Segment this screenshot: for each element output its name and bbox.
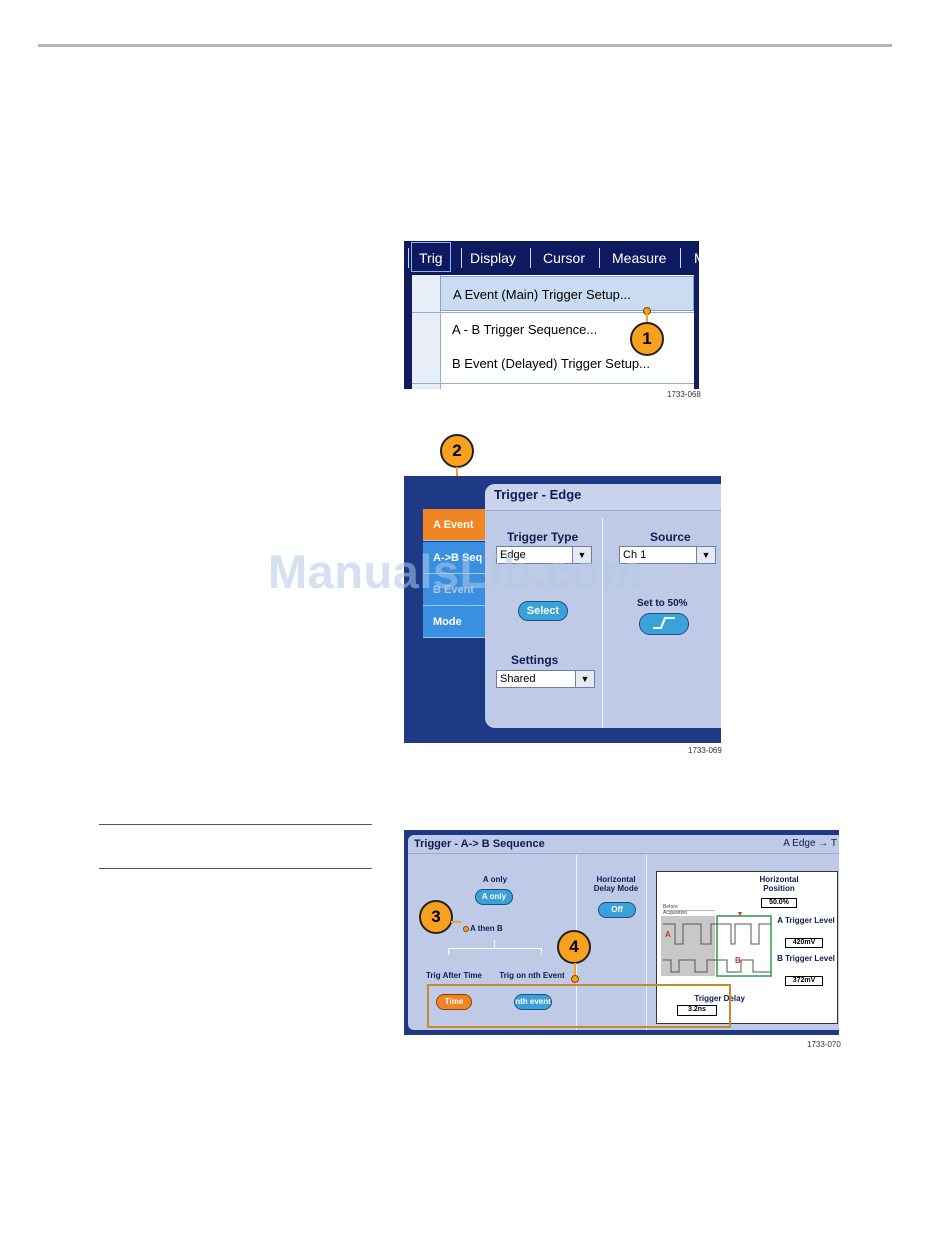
callout-1-leader (646, 312, 648, 324)
menu-cursor[interactable]: Cursor (543, 250, 586, 266)
trig-menu-screenshot: Trig Display Cursor Measure M A Event (M… (404, 241, 699, 389)
tab-mode[interactable]: Mode (423, 606, 487, 638)
dropdown-divider (412, 383, 694, 384)
a-only-label: A only (482, 875, 508, 884)
trig-after-time-label: Trig After Time (425, 971, 482, 980)
a-trigger-level-value: 420mV (785, 938, 823, 948)
panel-title: Trigger - Edge (494, 487, 582, 502)
ab-sequence-panel: Trigger - A-> B Sequence A Edge → T A on… (408, 835, 839, 1030)
source-select[interactable]: Ch 1 ▼ (619, 546, 716, 564)
trigger-delay-value: 3.2ns (677, 1005, 717, 1016)
dropdown-icon-column (412, 275, 441, 389)
trigger-ab-sequence-screenshot: Trigger - A-> B Sequence A Edge → T A on… (404, 830, 839, 1035)
trigger-edge-panel: Trigger - Edge Trigger Type Edge ▼ Selec… (485, 484, 721, 728)
bracket-stem (494, 940, 495, 948)
trigger-edge-screenshot: A Event A->B Seq B Event Mode Trigger - … (404, 476, 721, 743)
menu-separator (530, 248, 531, 268)
callout-1: 1 (630, 322, 664, 356)
set-50-button[interactable] (639, 613, 689, 635)
menu-separator (680, 248, 681, 268)
select-button[interactable]: Select (518, 601, 568, 621)
source-label: Source (650, 530, 691, 544)
callout-4-pointer (571, 975, 579, 983)
source-value: Ch 1 (623, 549, 647, 561)
trig-nth-event-label: Trig on nth Event (499, 971, 565, 980)
acquisition-diagram: Horizontal Position 50.0% Before Acquisi… (656, 871, 838, 1024)
a-trigger-level-label: A Trigger Level (777, 916, 835, 925)
tab-ab-seq[interactable]: A->B Seq (423, 542, 487, 574)
menu-bar: Trig Display Cursor Measure M (404, 241, 699, 275)
b-trigger-level-value: 372mV (785, 976, 823, 986)
menu-separator (408, 248, 409, 268)
tab-b-event[interactable]: B Event (423, 574, 487, 606)
nth-event-button[interactable]: nth event (514, 994, 552, 1010)
sidebar-rule-top (99, 824, 372, 825)
menu-item-ab-sequence[interactable]: A - B Trigger Sequence... (452, 322, 598, 337)
trig-dropdown: A Event (Main) Trigger Setup... A - B Tr… (412, 275, 694, 389)
a-then-b-label: A then B (470, 924, 503, 933)
trigger-type-value: Edge (500, 549, 526, 561)
a-only-button[interactable]: A only (475, 889, 513, 905)
panel-title-bar (485, 484, 721, 511)
callout-2: 2 (440, 434, 474, 468)
rising-edge-icon (653, 617, 675, 629)
dropdown-divider (412, 312, 694, 313)
figure-1-id: 1733-068 (667, 390, 701, 399)
menu-display[interactable]: Display (470, 250, 516, 266)
bracket (448, 948, 542, 955)
delay-off-button[interactable]: Off (598, 902, 636, 918)
trigger-type-select[interactable]: Edge ▼ (496, 546, 592, 564)
horizontal-position-value: 50.0% (761, 898, 797, 908)
marker-a: A (665, 930, 671, 939)
settings-label: Settings (511, 653, 559, 667)
waveform-icon (661, 910, 772, 977)
trigger-delay-label: Trigger Delay (694, 994, 745, 1003)
callout-4-leader (574, 963, 576, 975)
callout-3: 3 (419, 900, 453, 934)
b-trigger-level-label: B Trigger Level (777, 954, 835, 963)
settings-value: Shared (500, 673, 536, 685)
panel-right-title: A Edge → T (783, 838, 837, 849)
marker-b: B (735, 956, 741, 965)
callout-4: 4 (557, 930, 591, 964)
menu-trig[interactable]: Trig (419, 250, 443, 266)
set-50-label: Set to 50% (637, 598, 688, 609)
menu-measure[interactable]: Measure (612, 250, 667, 266)
panel-divider (646, 855, 647, 1030)
figure-2-id: 1733-069 (688, 746, 722, 755)
horizontal-position-label: Horizontal Position (759, 875, 799, 893)
menu-item-b-event-setup[interactable]: B Event (Delayed) Trigger Setup... (452, 356, 650, 371)
menu-item-a-event-setup[interactable]: A Event (Main) Trigger Setup... (440, 276, 694, 311)
time-button[interactable]: Time (436, 994, 472, 1010)
tab-a-event[interactable]: A Event (423, 509, 487, 541)
horizontal-delay-label: Horizontal Delay Mode (593, 875, 639, 893)
chevron-down-icon: ▼ (696, 547, 715, 563)
callout-3-leader (451, 921, 461, 923)
trig-menu-highlight (411, 242, 451, 272)
menu-separator (461, 248, 462, 268)
watermark: ManualsLib.com (268, 545, 644, 598)
before-acquisition-label: Before Acquisition (663, 904, 688, 916)
highlight-box (427, 984, 731, 1028)
menu-more[interactable]: M (688, 241, 699, 275)
sidebar-rule-bottom (99, 868, 372, 869)
chevron-down-icon: ▼ (575, 671, 594, 687)
menu-separator (599, 248, 600, 268)
panel-title: Trigger - A-> B Sequence (414, 838, 545, 850)
figure-3-id: 1733-070 (807, 1040, 841, 1049)
chevron-down-icon: ▼ (572, 547, 591, 563)
top-rule (38, 44, 892, 47)
callout-3-pointer (463, 926, 469, 932)
settings-select[interactable]: Shared ▼ (496, 670, 595, 688)
panel-title-bar (408, 835, 839, 854)
trigger-type-label: Trigger Type (507, 530, 579, 544)
panel-divider (602, 518, 603, 728)
